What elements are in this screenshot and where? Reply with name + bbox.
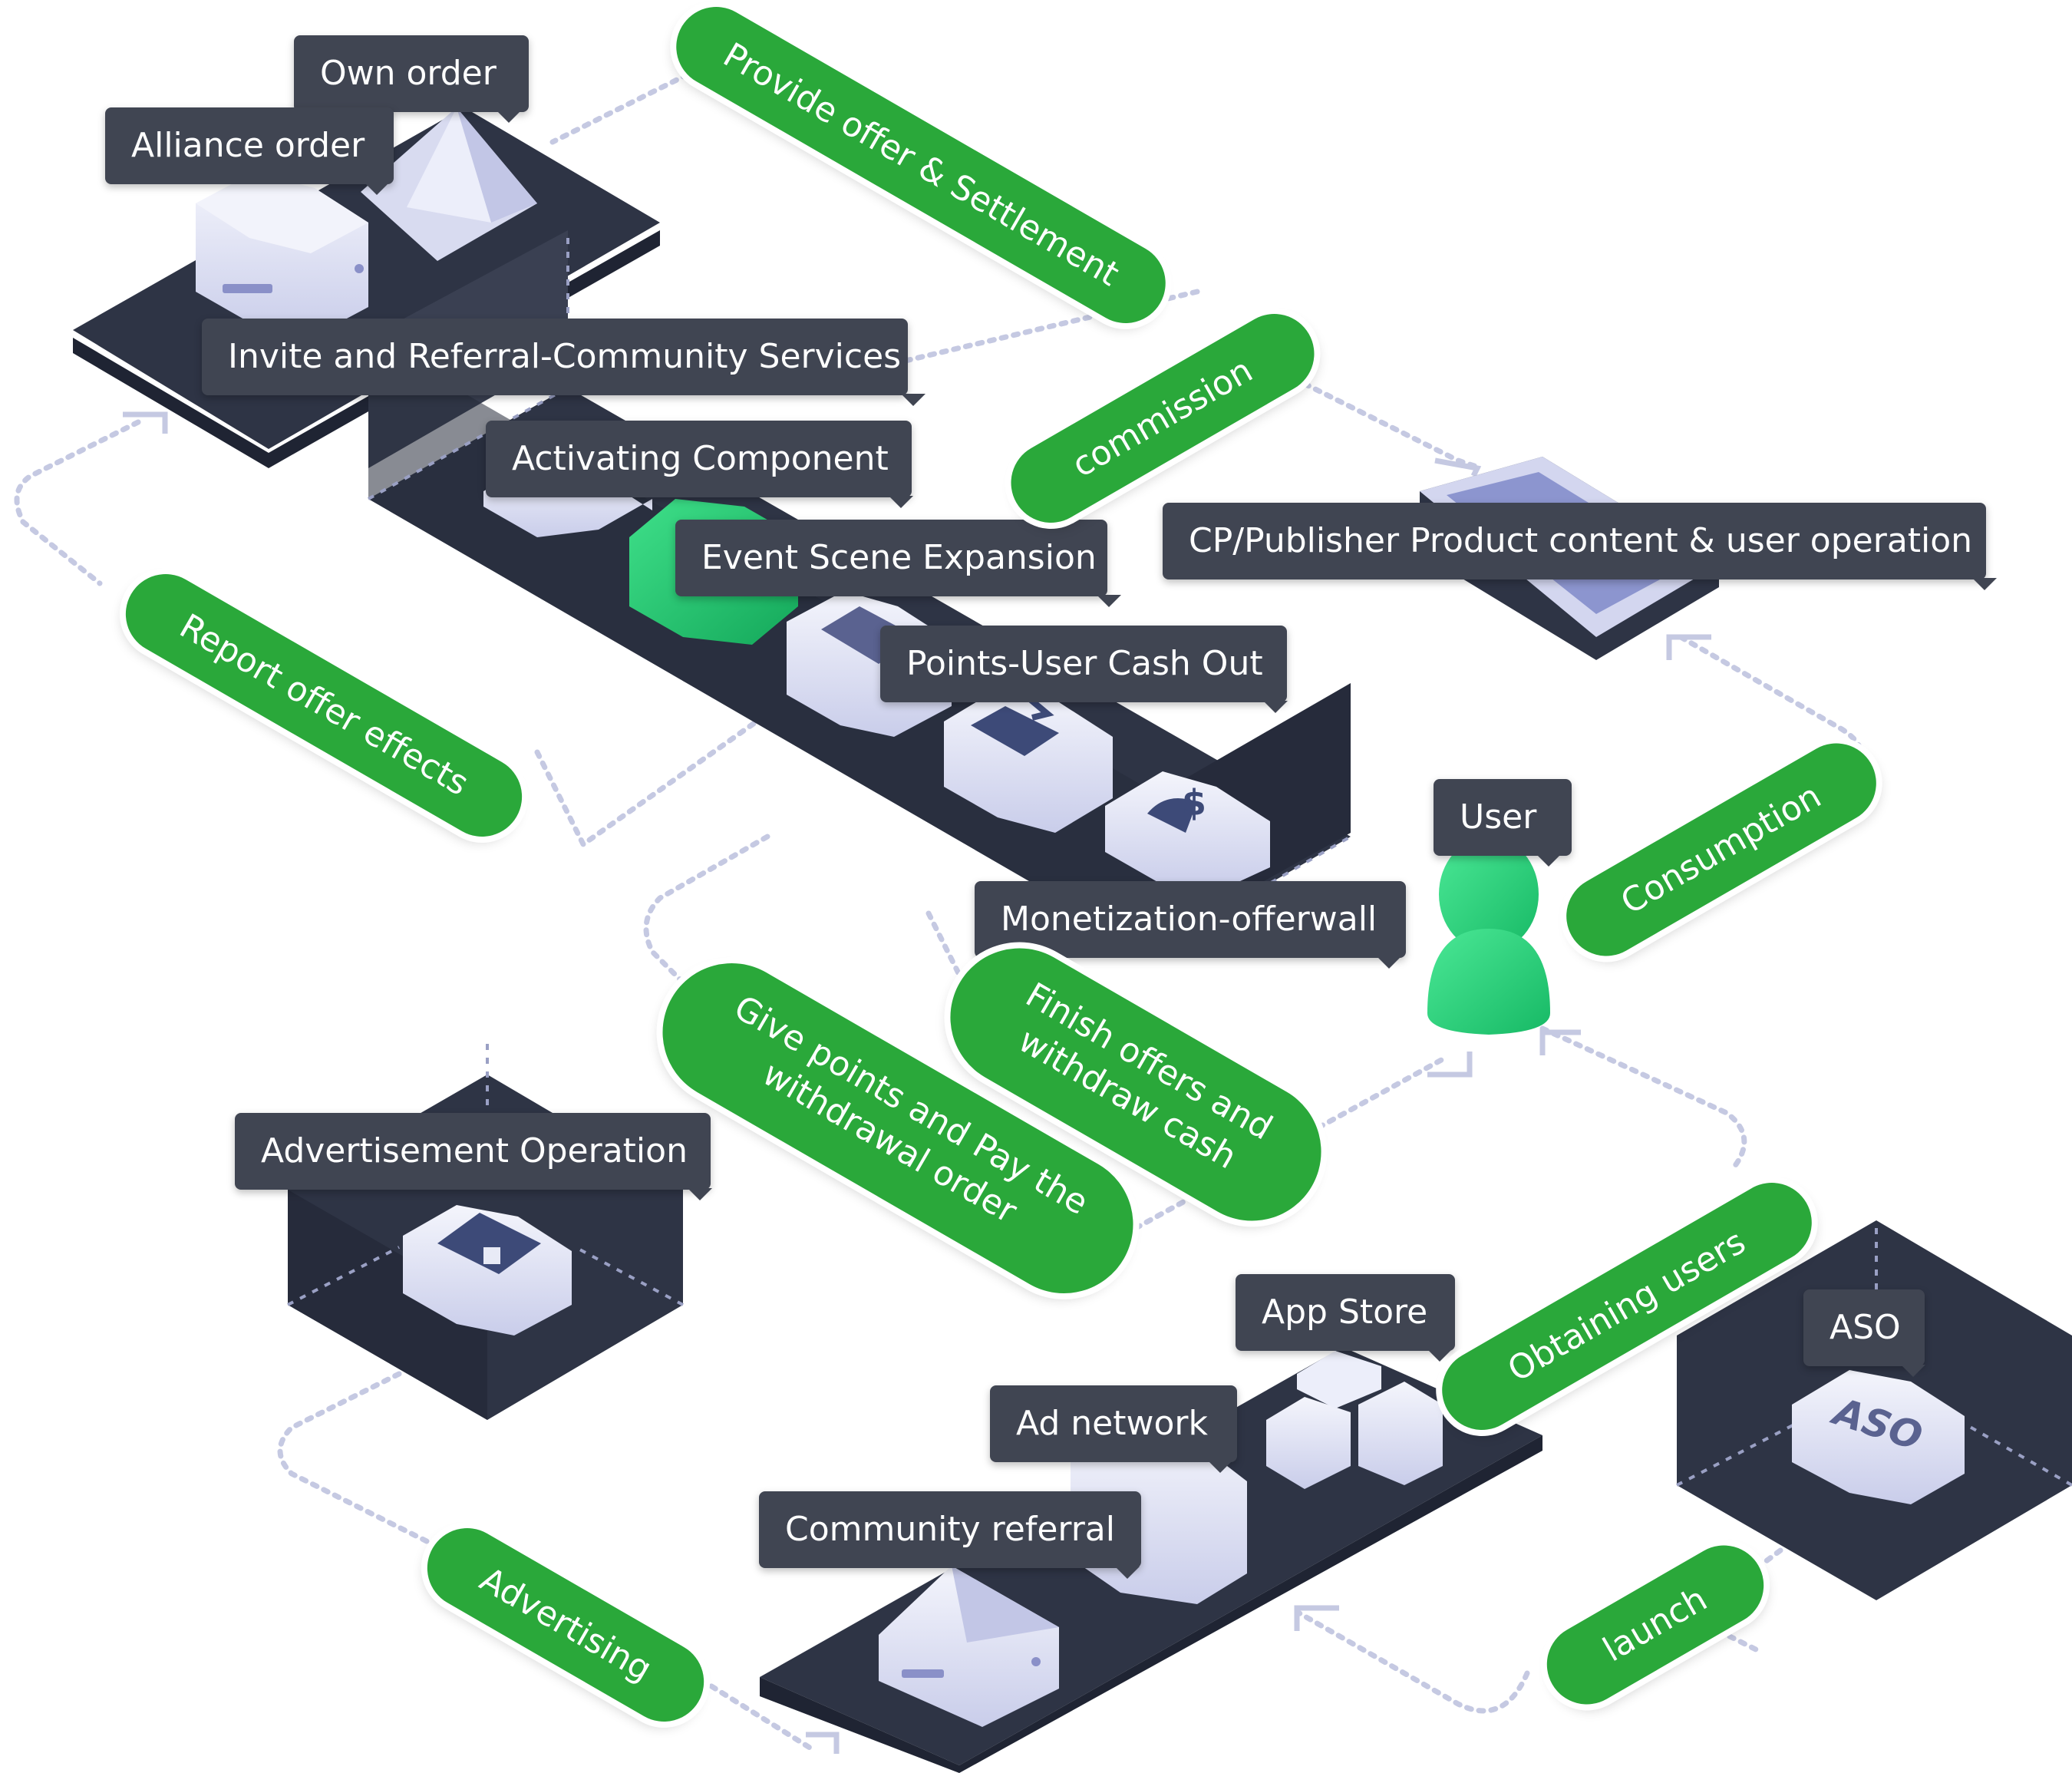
user-figure-icon: [1427, 837, 1550, 1035]
community-referral-device-icon: [879, 1566, 1059, 1727]
aso-box: ASO: [1676, 1220, 2072, 1600]
label-own-order: Own order: [294, 35, 529, 123]
connector-report: [14, 419, 141, 586]
label-alliance-order: Alliance order: [105, 107, 394, 195]
arrow-head-icon: [1294, 1605, 1339, 1631]
label-user: User: [1434, 779, 1572, 867]
own-order-device-icon: [361, 107, 537, 261]
connector-advertising-lower: [688, 1670, 817, 1753]
transfer-device-icon: [944, 687, 1113, 833]
label-cp-publisher: CP/Publisher Product content & user oper…: [1163, 503, 1998, 590]
label-points-cash-out: Points-User Cash Out: [880, 626, 1288, 713]
label-monetization-offerwall: Monetization-offerwall: [975, 881, 1406, 969]
advertisement-operation-box: [287, 1044, 684, 1420]
label-advertisement-operation: Advertisement Operation: [235, 1113, 712, 1200]
connector-obtaining: [1539, 1025, 1747, 1170]
connector-advertising: [277, 1371, 433, 1546]
arrow-head-icon: [1539, 1029, 1581, 1055]
label-app-store: App Store: [1236, 1274, 1455, 1362]
aso-device-icon: [1792, 1370, 1965, 1504]
arrow-head-icon: [1666, 634, 1711, 660]
dollar-glyph: $: [1182, 782, 1206, 824]
label-community-referral: Community referral: [759, 1491, 1141, 1579]
connector-give: [643, 834, 770, 993]
label-ad-network: Ad network: [990, 1385, 1237, 1473]
label-invite-referral: Invite and Referral-Community Services: [202, 319, 926, 406]
connector-report-lower: [534, 711, 770, 849]
arrow-head-icon: [123, 411, 168, 434]
connector-commission: [1302, 381, 1484, 471]
connector-launch-lower: [1294, 1609, 1530, 1714]
label-activating-component: Activating Component: [486, 421, 913, 508]
alliance-order-device-icon: [196, 173, 368, 338]
arrow-head-icon: [1427, 1052, 1473, 1078]
connector-provide-offer: [549, 66, 701, 145]
dollar-device-icon: $: [1105, 771, 1270, 890]
arrow-head-icon: [806, 1732, 840, 1754]
app-store-device-icon: [1266, 1351, 1443, 1489]
platform-side: [760, 1677, 959, 1773]
label-event-scene-expansion: Event Scene Expansion: [675, 520, 1121, 607]
label-aso: ASO: [1803, 1289, 1925, 1377]
arrow-head-icon: [1434, 457, 1482, 477]
platform-side: [959, 1435, 1542, 1773]
arrow-heads: [123, 411, 1711, 1754]
